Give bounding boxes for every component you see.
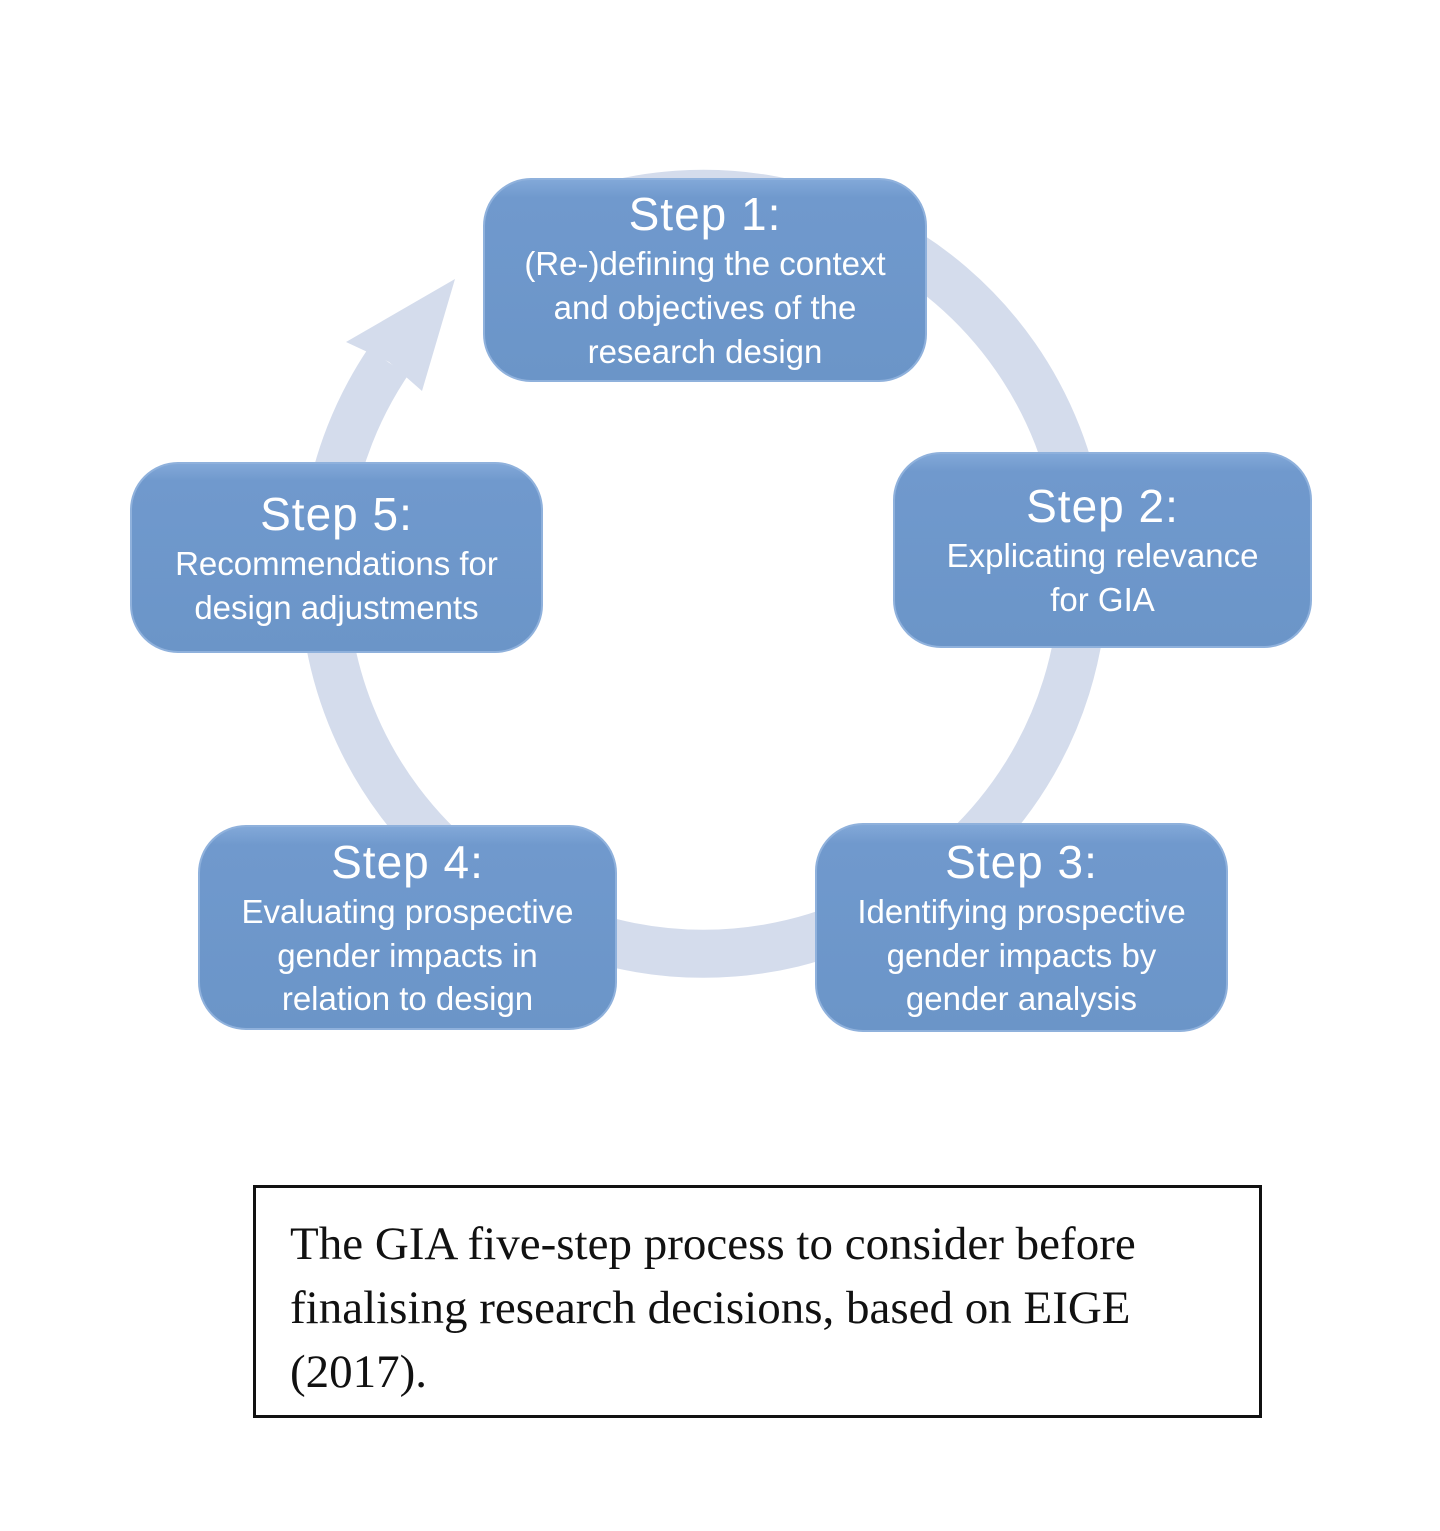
step-1-body-line: research design — [587, 332, 823, 370]
step-5-body-line: design adjustments — [194, 588, 479, 626]
step-4-body: Evaluating prospective gender impacts in… — [241, 890, 573, 1022]
step-4-box: Step 4: Evaluating prospective gender im… — [198, 825, 617, 1030]
step-3-body: Identifying prospective gender impacts b… — [857, 890, 1185, 1022]
step-1-title: Step 1: — [628, 188, 782, 241]
figure-caption-line: The GIA five-step process to consider be… — [290, 1218, 1136, 1270]
step-1-body-line: and objectives of the — [553, 289, 857, 327]
step-1-box: Step 1: (Re-)defining the context and ob… — [483, 178, 927, 382]
step-5-body: Recommendations for design adjustments — [175, 542, 498, 630]
figure-caption-line: finalising research decisions, based on … — [290, 1282, 1131, 1334]
step-4-body-line: gender impacts in — [277, 936, 538, 974]
step-5-title: Step 5: — [260, 487, 413, 540]
step-1-body: (Re-)defining the context and objectives… — [524, 242, 885, 374]
step-5-box: Step 5: Recommendations for design adjus… — [130, 462, 543, 653]
step-2-body: Explicating relevance for GIA — [947, 534, 1259, 622]
step-3-title: Step 3: — [945, 835, 1098, 888]
cycle-arrow-head-icon — [346, 279, 455, 391]
step-5-body-line: Recommendations for — [175, 544, 498, 582]
figure-caption-box: The GIA five-step process to consider be… — [253, 1185, 1262, 1418]
step-4-body-line: Evaluating prospective — [241, 892, 574, 930]
figure-caption-line: (2017). — [290, 1346, 428, 1398]
step-2-box: Step 2: Explicating relevance for GIA — [893, 452, 1312, 648]
step-4-title: Step 4: — [331, 835, 484, 888]
step-3-body-line: gender impacts by — [886, 936, 1157, 974]
step-3-body-line: gender analysis — [905, 980, 1138, 1018]
step-3-box: Step 3: Identifying prospective gender i… — [815, 823, 1228, 1032]
step-3-body-line: Identifying prospective — [857, 892, 1186, 930]
step-4-body-line: relation to design — [281, 980, 534, 1018]
step-2-title: Step 2: — [1026, 480, 1179, 533]
step-2-body-line: Explicating relevance — [946, 537, 1259, 575]
step-1-body-line: (Re-)defining the context — [524, 245, 886, 283]
step-2-body-line: for GIA — [1050, 581, 1155, 619]
